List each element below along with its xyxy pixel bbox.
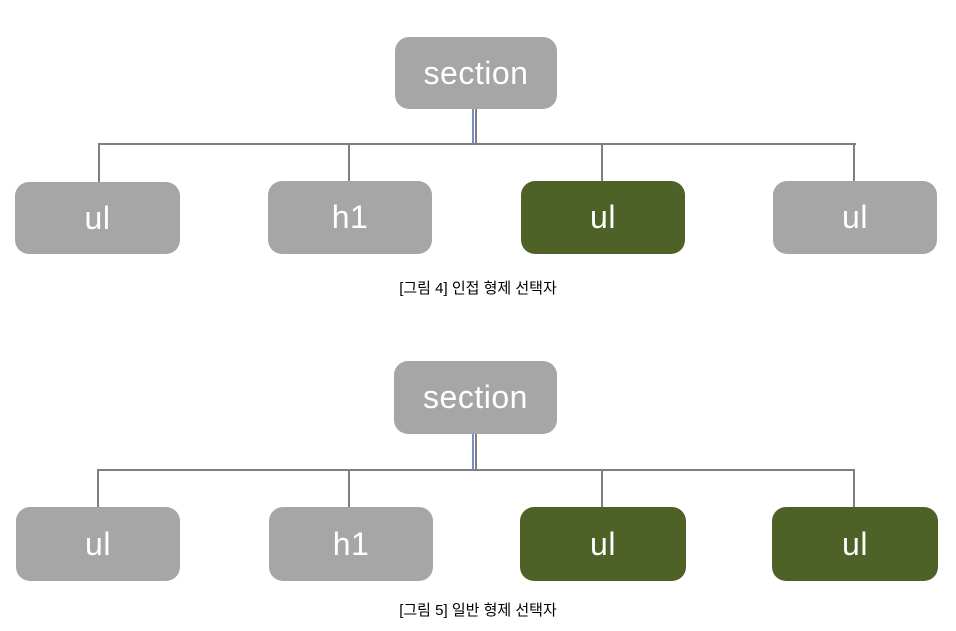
drop-connector-line xyxy=(98,143,100,182)
drop-connector-line xyxy=(348,469,350,507)
diagram-caption-figure-4: [그림 4] 인접 형제 선택자 xyxy=(399,280,557,297)
drop-connector-line xyxy=(601,143,603,182)
horizontal-connector-line xyxy=(98,469,855,471)
root-stub-blue-line xyxy=(472,434,474,470)
root-stub-gray-line xyxy=(475,109,477,144)
tree-node-root-section: section xyxy=(394,361,557,434)
drop-connector-line xyxy=(97,469,99,507)
tree-node-h1: h1 xyxy=(268,181,432,254)
root-stub-gray-line xyxy=(475,434,477,470)
tree-node-h1: h1 xyxy=(269,507,433,581)
drop-connector-line xyxy=(853,469,855,507)
tree-node-ul-3: ul xyxy=(773,181,937,254)
root-stub-blue-line xyxy=(472,109,474,144)
drop-connector-line xyxy=(853,143,855,182)
tree-node-root-section: section xyxy=(395,37,557,109)
drop-connector-line xyxy=(601,469,603,507)
drop-connector-line xyxy=(348,143,350,182)
tree-node-ul-1: ul xyxy=(15,182,180,254)
tree-node-ul-2-highlighted: ul xyxy=(520,507,686,581)
tree-node-ul-1: ul xyxy=(16,507,180,581)
tree-node-ul-2-highlighted: ul xyxy=(521,181,685,254)
diagram-caption-figure-5: [그림 5] 일반 형제 선택자 xyxy=(399,602,557,619)
tree-node-ul-3-highlighted: ul xyxy=(772,507,938,581)
horizontal-connector-line xyxy=(99,143,856,145)
